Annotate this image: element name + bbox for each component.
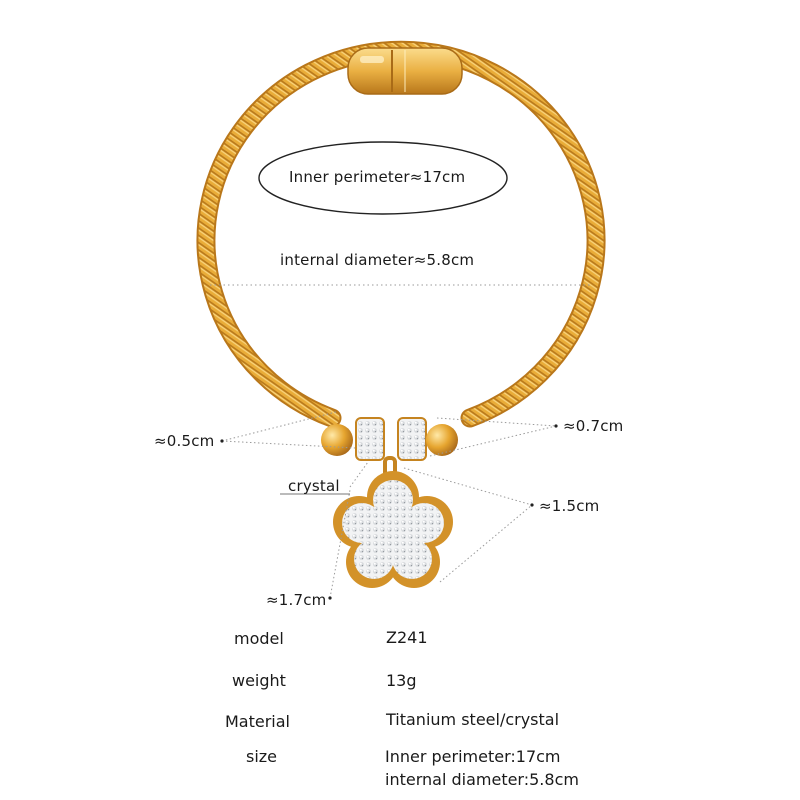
perimeter-label-ellipse bbox=[258, 141, 508, 215]
inner-perimeter-label: Inner perimeter≈17cm bbox=[289, 168, 466, 186]
weight-value: 13g bbox=[386, 671, 417, 690]
left-gold-bead bbox=[321, 424, 353, 456]
model-value: Z241 bbox=[386, 628, 428, 647]
crystal-label: crystal bbox=[288, 477, 340, 495]
callout-dots bbox=[220, 424, 558, 600]
magnetic-clasp bbox=[347, 47, 463, 95]
size-value-line1: Inner perimeter:17cm bbox=[385, 747, 561, 766]
material-label: Material bbox=[225, 712, 290, 731]
size-value-line2: internal diameter:5.8cm bbox=[385, 770, 579, 789]
right-gold-bead bbox=[426, 424, 458, 456]
material-value: Titanium steel/crystal bbox=[386, 710, 560, 729]
callout-lines bbox=[221, 411, 557, 599]
charm-height-label: ≈1.5cm bbox=[539, 497, 600, 515]
size-label: size bbox=[246, 747, 278, 766]
charm-width-label: ≈1.7cm bbox=[266, 591, 327, 609]
right-crystal-rondelle bbox=[397, 417, 427, 461]
flower-charm bbox=[333, 471, 453, 588]
weight-label: weight bbox=[232, 671, 286, 690]
bead-size-right-label: ≈0.7cm bbox=[563, 417, 624, 435]
model-label: model bbox=[234, 629, 284, 648]
internal-diameter-label: internal diameter≈5.8cm bbox=[280, 251, 475, 269]
bead-size-left-label: ≈0.5cm bbox=[154, 432, 215, 450]
left-crystal-rondelle bbox=[355, 417, 385, 461]
